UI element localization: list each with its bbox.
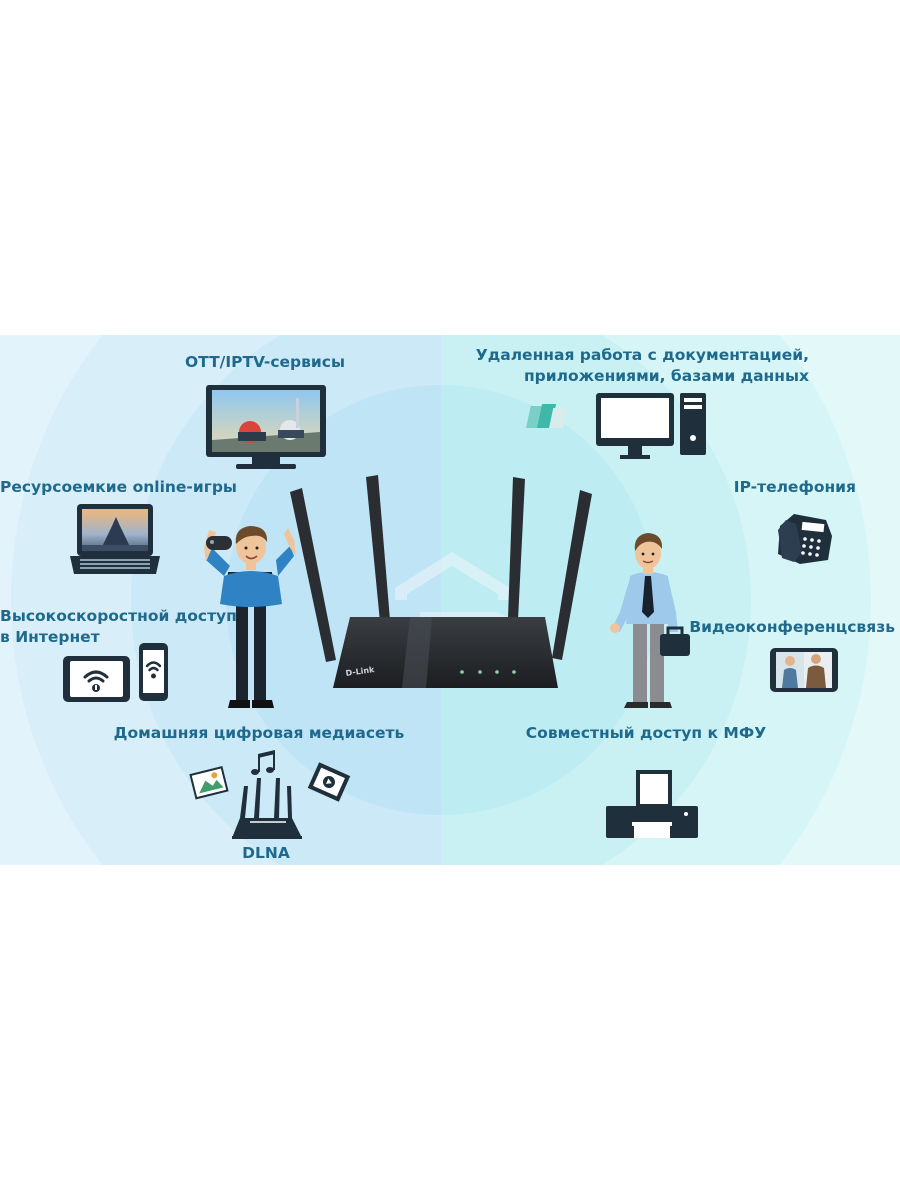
background-band xyxy=(0,335,900,865)
label-mfu: Совместный доступ к МФУ xyxy=(526,723,766,744)
label-dlna-text: DLNA xyxy=(242,844,290,862)
video-call-tablet-icon xyxy=(770,648,838,692)
label-media-net-text: Домашняя цифровая медиасеть xyxy=(113,724,405,742)
label-games-text: Ресурсоемкие online-игры xyxy=(0,478,237,496)
label-video-conf: Видеоконференцсвязь xyxy=(689,617,895,638)
music-notes-icon xyxy=(251,750,275,775)
laptop-icon xyxy=(70,504,160,574)
label-media-net: Домашняя цифровая медиасеть xyxy=(114,723,405,744)
label-dlna: DLNA xyxy=(242,843,290,864)
mini-router-icon xyxy=(232,778,302,839)
label-games: Ресурсоемкие online-игры xyxy=(0,477,237,498)
printer-icon xyxy=(606,770,698,838)
film-strip-icon xyxy=(307,762,351,802)
router-icon: D-Link xyxy=(290,475,592,688)
label-video-conf-text: Видеоконференцсвязь xyxy=(689,618,895,636)
label-internet-line2: в Интернет xyxy=(0,628,100,646)
label-mfu-text: Совместный доступ к МФУ xyxy=(525,724,767,742)
label-ip-phone-text: IP-телефония xyxy=(733,478,856,496)
desk-phone-icon xyxy=(778,514,832,564)
businessman-icon xyxy=(610,533,690,708)
label-internet: Высокоскоростной доступ в Интернет xyxy=(0,606,237,648)
label-remote-line2: приложениями, базами данных xyxy=(523,367,809,385)
photo-icon xyxy=(189,766,229,800)
label-ip-phone: IP-телефония xyxy=(734,477,856,498)
router-brand-text: D-Link xyxy=(345,665,376,678)
smartphone-wifi-icon xyxy=(139,643,168,701)
tv-icon xyxy=(206,385,326,469)
label-remote-line1: Удаленная работа с документацией, xyxy=(475,346,809,364)
gamer-person-icon xyxy=(204,526,296,708)
label-ott: OTT/IPTV-сервисы xyxy=(185,352,345,373)
label-internet-line1: Высокоскоростной доступ xyxy=(0,607,237,625)
label-remote-work: Удаленная работа с документацией, прилож… xyxy=(476,345,809,387)
label-ott-text: OTT/IPTV-сервисы xyxy=(184,353,346,371)
tablet-wifi-icon xyxy=(63,656,130,702)
desktop-computer-icon xyxy=(526,393,706,459)
